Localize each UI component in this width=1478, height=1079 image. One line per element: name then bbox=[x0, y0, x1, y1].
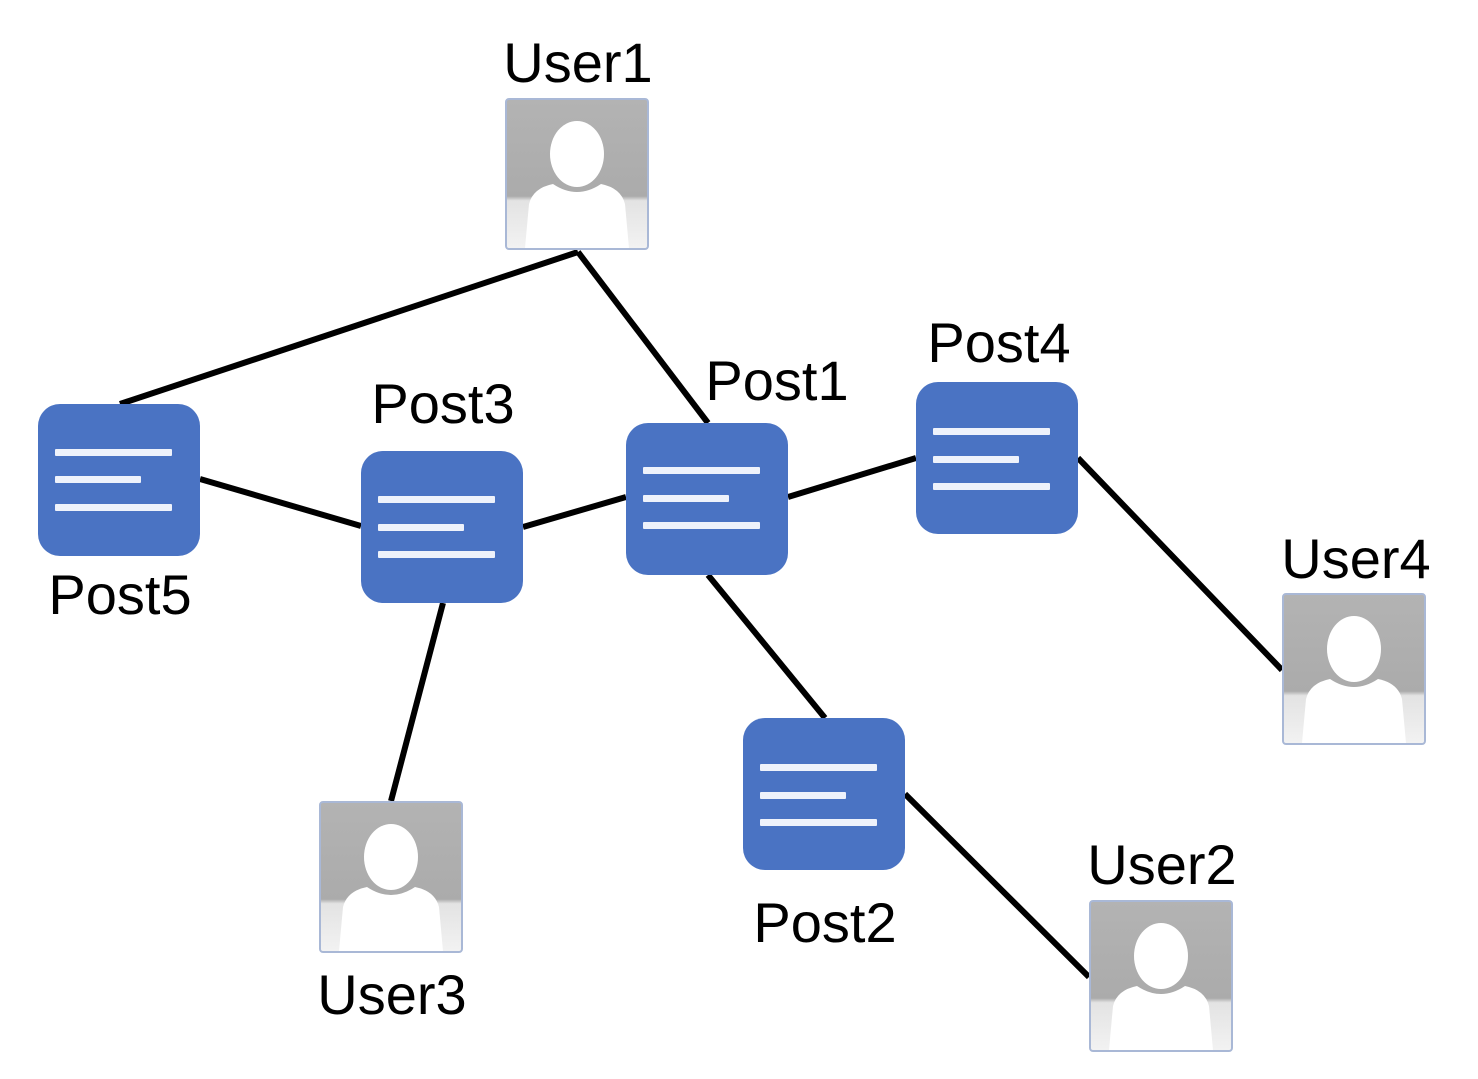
edge-post3-user3 bbox=[388, 602, 446, 802]
document-line-icon bbox=[55, 449, 172, 456]
edge-post2-user2 bbox=[902, 791, 1092, 980]
user1-avatar-icon bbox=[505, 98, 649, 250]
user4-avatar-icon bbox=[1282, 593, 1426, 745]
post5-node bbox=[38, 404, 200, 556]
user-silhouette-icon bbox=[339, 824, 443, 951]
post4-label: Post4 bbox=[927, 311, 1071, 374]
document-line-icon bbox=[378, 496, 495, 503]
user-silhouette-icon bbox=[1302, 616, 1406, 743]
user4-label: User4 bbox=[1281, 527, 1431, 590]
edge-post4-user4 bbox=[1075, 455, 1285, 673]
document-line-icon bbox=[55, 504, 172, 511]
document-line-icon bbox=[378, 551, 495, 558]
user2-label: User2 bbox=[1087, 833, 1237, 896]
post5-label: Post5 bbox=[48, 563, 192, 626]
post1-node bbox=[626, 423, 788, 575]
document-line-icon bbox=[933, 456, 1019, 463]
document-line-icon bbox=[55, 476, 141, 483]
post2-node bbox=[743, 718, 905, 870]
edge-user1-post1 bbox=[575, 250, 711, 425]
document-line-icon bbox=[378, 524, 464, 531]
post2-label: Post2 bbox=[753, 891, 897, 954]
document-line-icon bbox=[760, 819, 877, 826]
user-silhouette-icon bbox=[525, 121, 629, 248]
user2-avatar-icon bbox=[1089, 900, 1233, 1052]
user3-avatar-icon bbox=[319, 801, 463, 953]
post3-node bbox=[361, 451, 523, 603]
document-line-icon bbox=[933, 483, 1050, 490]
document-line-icon bbox=[933, 428, 1050, 435]
document-line-icon bbox=[760, 764, 877, 771]
document-line-icon bbox=[643, 522, 760, 529]
post1-label: Post1 bbox=[705, 349, 849, 412]
edge-post1-post2 bbox=[705, 573, 828, 720]
post4-node bbox=[916, 382, 1078, 534]
edge-post3-post1 bbox=[522, 494, 627, 530]
user3-label: User3 bbox=[317, 963, 467, 1026]
edge-user1-post5 bbox=[119, 249, 579, 407]
document-line-icon bbox=[643, 495, 729, 502]
document-line-icon bbox=[760, 792, 846, 799]
user1-label: User1 bbox=[503, 31, 653, 94]
document-line-icon bbox=[643, 467, 760, 474]
user-silhouette-icon bbox=[1109, 923, 1213, 1050]
edge-post1-post4 bbox=[787, 455, 917, 500]
post3-label: Post3 bbox=[371, 372, 515, 435]
edge-post5-post3 bbox=[199, 476, 362, 529]
